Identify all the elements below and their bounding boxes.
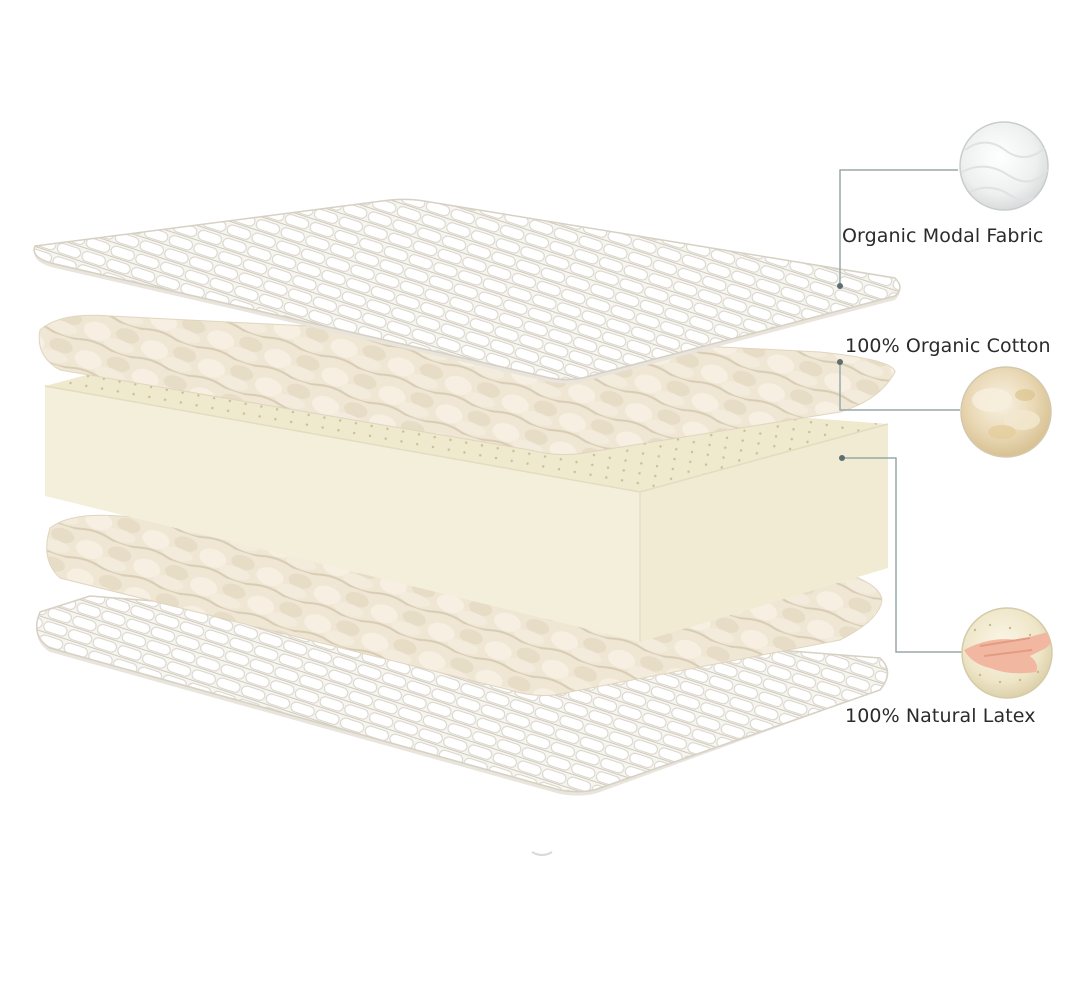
modal-fabric-swatch-icon	[959, 121, 1049, 211]
top-quilted-layer	[33, 198, 901, 384]
cotton-swatch-icon	[960, 366, 1052, 458]
label-organic-modal-fabric: Organic Modal Fabric	[842, 225, 1044, 247]
label-natural-latex: 100% Natural Latex	[845, 705, 1036, 727]
label-organic-cotton: 100% Organic Cotton	[845, 335, 1051, 357]
callout-lines	[839, 169, 962, 653]
latex-hand-swatch-icon	[961, 607, 1053, 699]
